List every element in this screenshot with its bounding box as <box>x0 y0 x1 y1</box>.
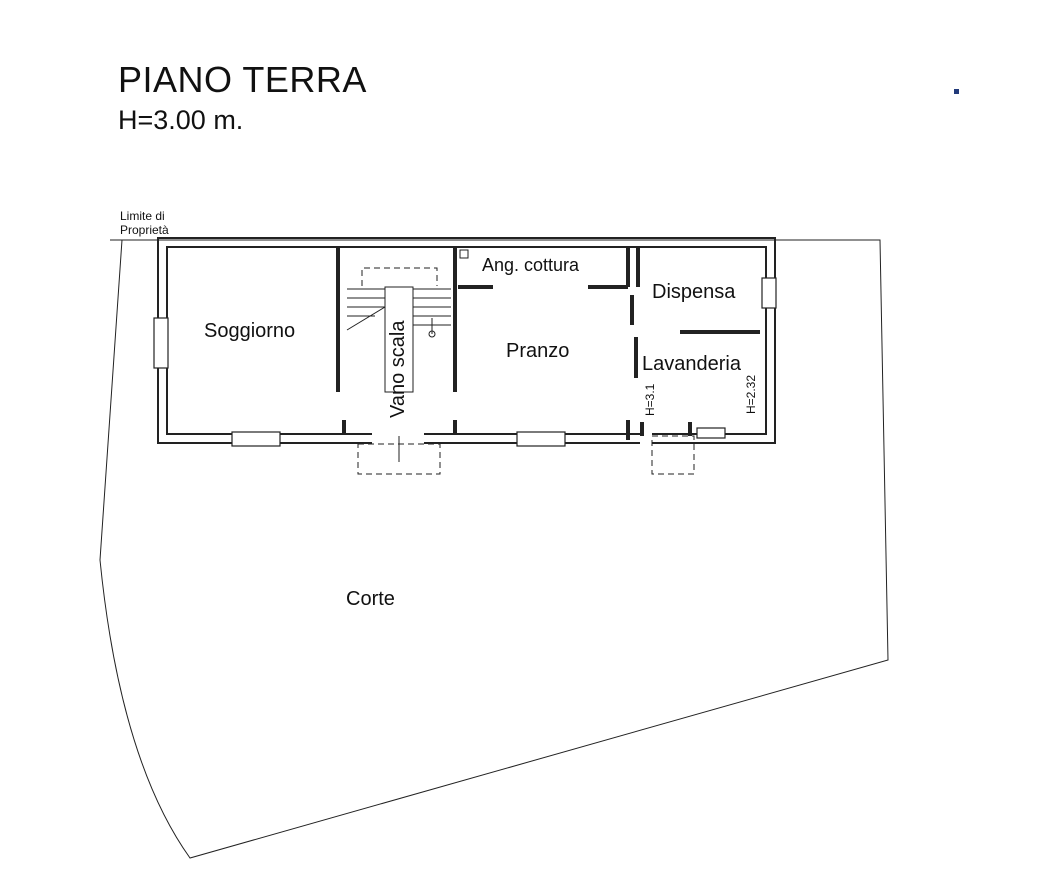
room-pranzo: Pranzo <box>506 340 569 362</box>
marker-dot <box>954 89 959 94</box>
plan-title: PIANO TERRA <box>118 59 367 100</box>
room-lavanderia: Lavanderia <box>642 353 742 375</box>
floor-height: H=3.00 m. <box>118 105 244 135</box>
bottom-openings <box>231 427 726 447</box>
room-soggiorno: Soggiorno <box>204 320 295 342</box>
left-window <box>153 317 169 369</box>
height-lavanderia-right: H=2.32 <box>744 375 758 414</box>
property-limit-label-1: Limite di <box>120 209 165 223</box>
room-dispensa: Dispensa <box>652 281 736 303</box>
property-limit-label-2: Proprietà <box>120 223 169 237</box>
property-outline <box>99 239 889 859</box>
staircase <box>346 267 451 393</box>
area-corte: Corte <box>346 588 395 610</box>
interior-walls <box>336 247 760 440</box>
right-window <box>761 277 777 309</box>
kitchen-fixture <box>459 249 469 259</box>
height-lavanderia-left: H=3.1 <box>643 383 657 416</box>
room-ang-cottura: Ang. cottura <box>482 255 580 275</box>
room-vano-scala: Vano scala <box>387 320 409 418</box>
